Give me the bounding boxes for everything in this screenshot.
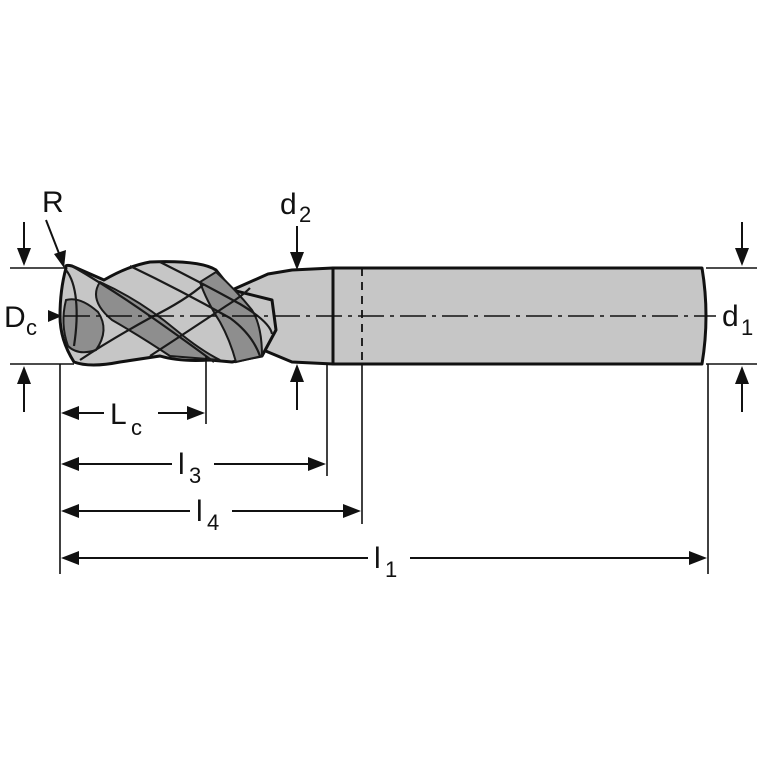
r-leader-head <box>54 250 66 268</box>
tip-detail <box>65 269 78 347</box>
d2-arrow-top-head <box>290 252 304 270</box>
r-leader-line <box>45 219 61 257</box>
label-l1-main: l <box>374 542 381 575</box>
flute-line-5 <box>149 287 251 357</box>
l4-arrow-right <box>343 504 361 518</box>
lc-arrow-right <box>187 406 205 420</box>
label-l4-sub: 4 <box>207 510 219 535</box>
label-l1: l 1 <box>374 542 397 582</box>
label-d2-sub: 2 <box>299 202 311 227</box>
label-lc: L c <box>110 398 142 440</box>
label-r: R <box>42 186 64 219</box>
label-d2-main: d <box>280 188 297 221</box>
label-l3-sub: 3 <box>189 463 201 488</box>
l1-arrow-left <box>61 551 79 565</box>
label-d1-sub: 1 <box>741 315 753 340</box>
label-l3-main: l <box>178 448 185 481</box>
label-d1-main: d <box>722 300 739 333</box>
label-lc-sub: c <box>131 415 142 440</box>
l3-arrow-right <box>308 457 326 471</box>
label-d1: d 1 <box>722 300 753 340</box>
flute-line-3 <box>159 261 274 335</box>
dc-pointer-head <box>48 310 62 322</box>
l1-arrow-right <box>689 551 707 565</box>
label-l3: l 3 <box>178 448 201 488</box>
dc-arrow-top-head <box>17 248 31 266</box>
flute-line-4 <box>79 283 205 361</box>
label-l1-sub: 1 <box>385 557 397 582</box>
d1-arrow-top-head <box>735 248 749 266</box>
d1-arrow-bottom-head <box>735 366 749 384</box>
l4-arrow-left <box>61 504 79 518</box>
d2-arrow-bottom-head <box>290 364 304 382</box>
label-dc-sub: c <box>26 315 37 340</box>
label-lc-main: L <box>110 398 127 431</box>
end-mill-body <box>58 260 708 367</box>
label-l4-main: l <box>196 495 203 528</box>
l3-arrow-left <box>61 457 79 471</box>
label-l4: l 4 <box>196 495 219 535</box>
dc-arrow-bottom-head <box>17 366 31 384</box>
label-d2: d 2 <box>280 188 311 227</box>
label-dc: D c <box>4 301 37 340</box>
lc-arrow-left <box>61 406 79 420</box>
label-dc-main: D <box>4 301 26 334</box>
